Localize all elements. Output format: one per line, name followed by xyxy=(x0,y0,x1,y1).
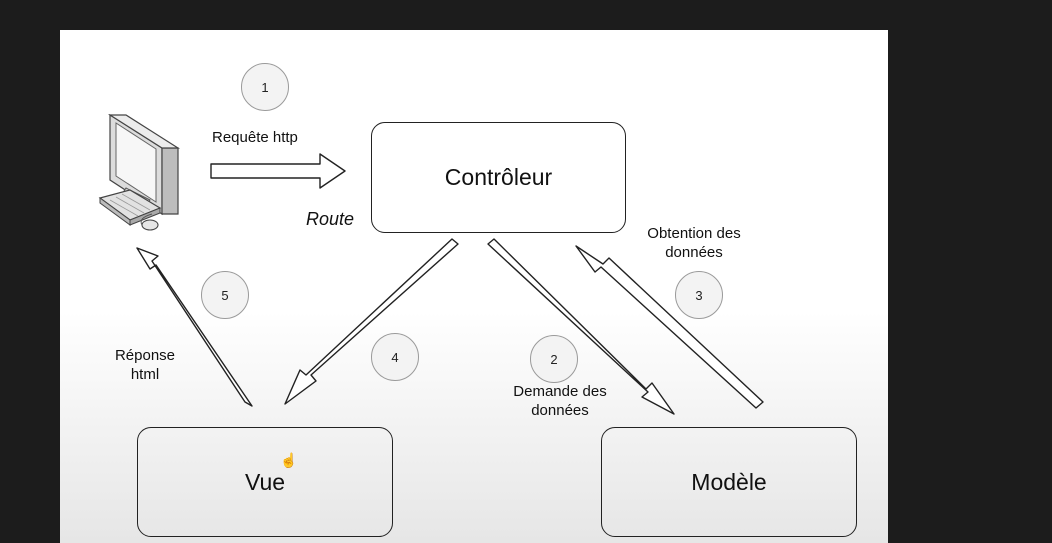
arrow-response-html xyxy=(136,247,253,407)
request-http-label: Requête http xyxy=(212,129,298,146)
step-badge-1: 1 xyxy=(241,63,289,111)
data-fetch-label-line2: données xyxy=(665,244,723,261)
model-box: Modèle xyxy=(601,427,857,537)
data-request-label: Demande des données xyxy=(496,382,624,420)
data-fetch-label: Obtention des données xyxy=(630,224,758,262)
html-response-label-line2: html xyxy=(130,366,160,383)
view-box: Vue xyxy=(137,427,393,537)
step-number: 2 xyxy=(550,351,558,367)
view-label: Vue xyxy=(244,468,286,495)
step-number: 4 xyxy=(391,349,399,365)
data-request-label-line2: données xyxy=(531,402,589,419)
html-response-label-line1: Réponse xyxy=(114,347,176,364)
arrow-request-http xyxy=(210,153,346,189)
data-request-label-line1: Demande des xyxy=(513,383,607,400)
arrow-model-to-controller xyxy=(575,245,764,409)
route-label: Route xyxy=(306,209,355,229)
step-badge-3: 3 xyxy=(675,271,723,319)
desktop-computer-icon xyxy=(98,113,181,231)
diagram-arrows xyxy=(98,113,764,415)
step-number: 5 xyxy=(221,287,229,303)
hand-cursor-icon: ☝ xyxy=(280,452,298,468)
model-label: Modèle xyxy=(691,468,767,495)
html-response-label: Réponse html xyxy=(100,346,190,384)
step-badge-2: 2 xyxy=(530,335,578,383)
step-badge-4: 4 xyxy=(371,333,419,381)
arrow-controller-to-view xyxy=(284,238,459,405)
step-badge-5: 5 xyxy=(201,271,249,319)
diagram-slide: Contrôleur Vue Modèle ☝ 1 2 3 4 5 Requêt… xyxy=(60,30,888,543)
step-number: 1 xyxy=(261,79,269,95)
controller-label: Contrôleur xyxy=(444,164,553,190)
arrow-controller-to-model xyxy=(487,238,675,415)
data-fetch-label-line1: Obtention des xyxy=(647,225,741,242)
controller-box: Contrôleur xyxy=(371,122,626,233)
step-number: 3 xyxy=(695,287,703,303)
